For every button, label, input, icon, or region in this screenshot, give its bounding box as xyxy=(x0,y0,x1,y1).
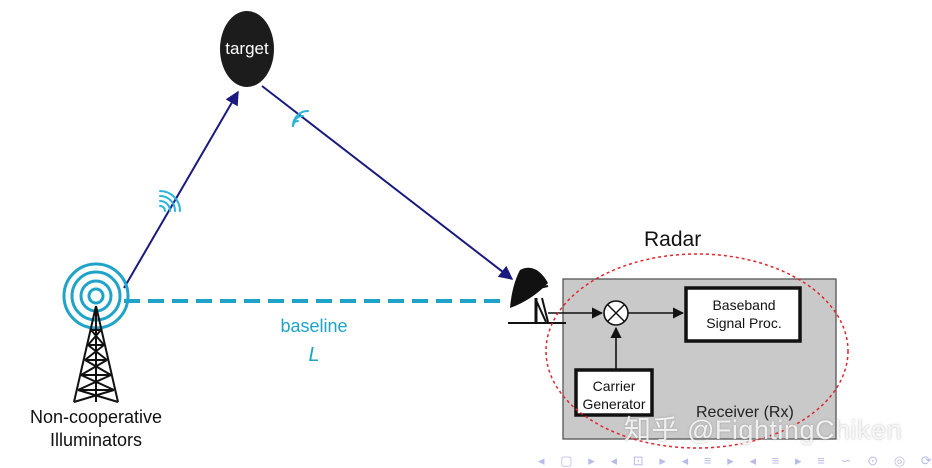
carrier-generator-label: Carrier Generator xyxy=(576,377,652,413)
carrier-label-line1: Carrier xyxy=(592,378,636,394)
nav-control-icon[interactable]: ⊙ xyxy=(867,453,879,468)
nav-control-icon[interactable]: ◂ xyxy=(749,453,756,468)
signal-wave-icon xyxy=(159,190,181,212)
baseline-label: baseline xyxy=(280,316,348,336)
nav-control-icon[interactable]: ⊡ xyxy=(632,453,644,468)
nav-control-icon[interactable]: ◂ xyxy=(681,453,689,468)
watermark-text: 知乎 @FightingChiken xyxy=(624,415,903,445)
nav-control-icon[interactable]: ∽ xyxy=(840,453,852,468)
mixer-icon xyxy=(603,300,629,326)
path-target-to-radar xyxy=(261,85,514,280)
nav-control-icon[interactable]: ▸ xyxy=(588,453,595,468)
nav-control-icon[interactable]: ≡ xyxy=(771,453,780,468)
broadcast-tower-icon xyxy=(62,262,130,403)
slide-navigation-bar[interactable]: ◂ ▢ ▸ ◂ ⊡ ▸ ◂ ≡ ▸ ◂ ≡ ▸ ≡ ∽ ⊙ ◎ ⟳ xyxy=(538,454,932,467)
nav-control-icon[interactable]: ⟳ xyxy=(920,453,932,468)
baseband-box xyxy=(684,286,802,343)
receiver-label: Receiver (Rx) xyxy=(696,404,794,421)
nav-control-icon[interactable]: ▸ xyxy=(727,453,734,468)
nav-control-icon[interactable]: ▸ xyxy=(795,453,802,468)
baseband-label: Baseband Signal Proc. xyxy=(688,296,800,332)
nav-control-icon[interactable]: ≡ xyxy=(703,453,712,468)
satellite-dish-icon xyxy=(508,267,566,324)
signal-wave-icon-target xyxy=(292,110,309,127)
nav-control-icon[interactable]: ◎ xyxy=(893,453,906,468)
radar-boundary-ellipse xyxy=(545,253,849,449)
carrier-generator-box xyxy=(574,368,654,417)
target-ellipse xyxy=(220,11,274,87)
illuminator-label-line1: Non-cooperative xyxy=(29,407,163,427)
nav-control-icon[interactable]: ≡ xyxy=(817,453,825,468)
baseline-symbol: L xyxy=(308,344,320,366)
nav-control-icon[interactable]: ◂ xyxy=(538,453,545,468)
baseband-label-line1: Baseband xyxy=(712,297,776,313)
illuminator-label: Non-cooperative Illuminators xyxy=(6,406,186,452)
radar-label: Radar xyxy=(644,228,702,251)
nav-control-icon[interactable]: ▸ xyxy=(659,453,666,468)
nav-control-icon[interactable]: ▢ xyxy=(560,453,573,468)
path-illuminator-to-target xyxy=(123,90,239,289)
baseband-label-line2: Signal Proc. xyxy=(706,315,782,331)
illuminator-label-line2: Illuminators xyxy=(49,430,143,450)
nav-control-icon[interactable]: ◂ xyxy=(610,453,618,468)
target-label: target xyxy=(225,39,269,58)
carrier-label-line2: Generator xyxy=(582,396,646,412)
